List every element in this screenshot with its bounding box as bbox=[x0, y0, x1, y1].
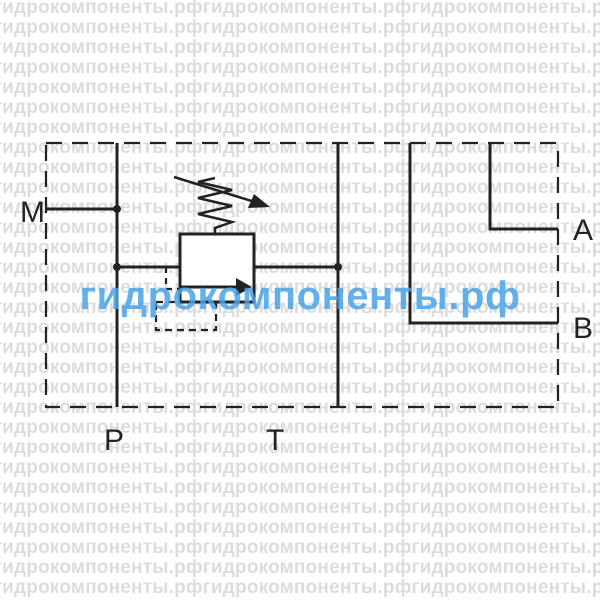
port-label-t: T bbox=[266, 424, 284, 457]
pilot-dashed-box bbox=[154, 300, 218, 332]
junction-dot-t bbox=[334, 263, 342, 271]
port-b-line bbox=[408, 143, 558, 325]
port-label-m: M bbox=[20, 196, 45, 229]
adjust-arrow-line bbox=[173, 175, 259, 205]
junction-dot-m bbox=[113, 205, 121, 213]
port-a-line bbox=[488, 143, 558, 231]
junction-dot-p bbox=[113, 263, 121, 271]
port-label-p: P bbox=[104, 424, 124, 457]
port-label-b: B bbox=[573, 312, 593, 345]
port-label-a: A bbox=[573, 214, 593, 247]
dashed-housing-outline bbox=[44, 141, 560, 409]
spring-icon bbox=[197, 176, 237, 234]
adjust-arrowhead-icon bbox=[248, 194, 270, 208]
valve-flow-arrowhead-icon bbox=[236, 278, 252, 296]
pilot-dashed-line bbox=[164, 267, 180, 291]
